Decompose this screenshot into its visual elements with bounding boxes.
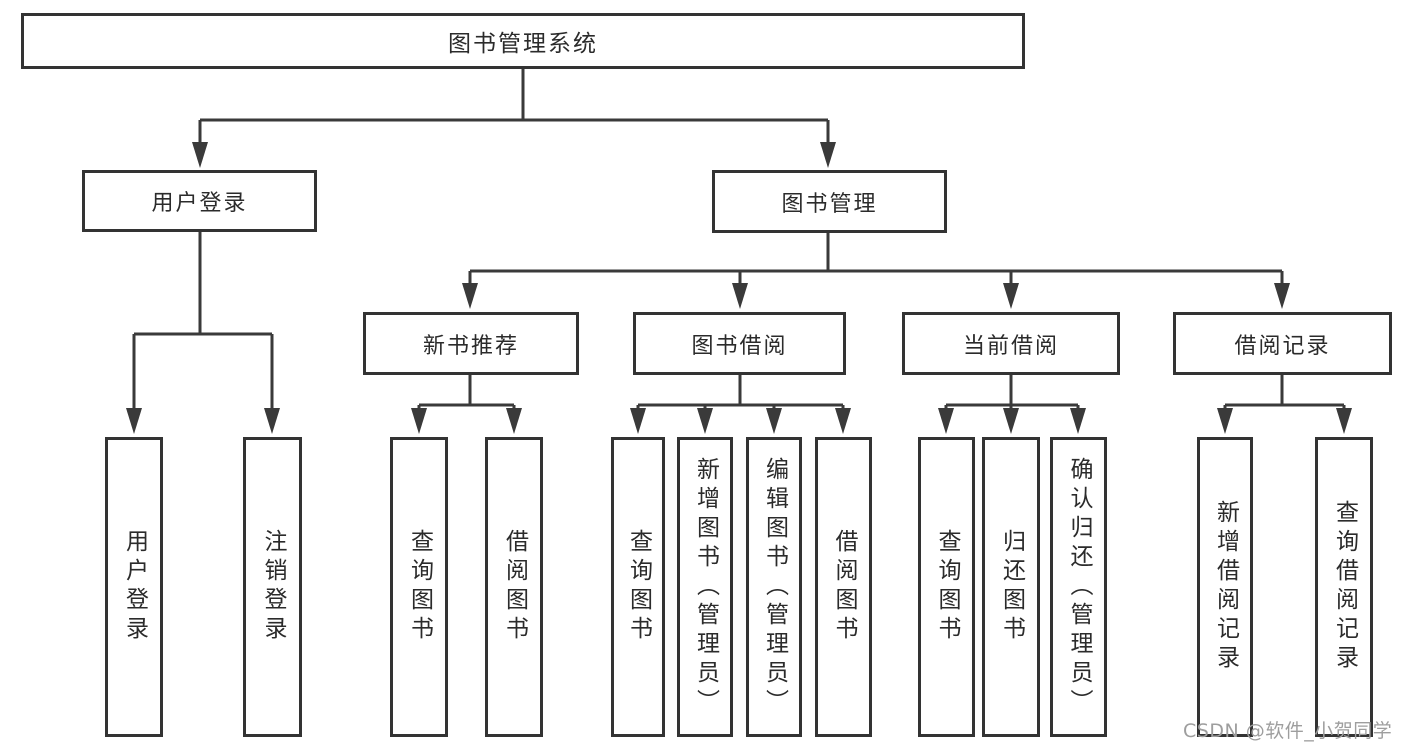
leaf-borrow-borrow-book: 借阅图书 <box>815 437 872 737</box>
leaf-recommend-borrow-book: 借阅图书 <box>485 437 543 737</box>
node-new-book-recommend: 新书推荐 <box>363 312 579 375</box>
node-borrow-records: 借阅记录 <box>1173 312 1392 375</box>
leaf-current-return-book: 归还图书 <box>982 437 1040 737</box>
leaf-user-login-label: 用户登录 <box>121 529 148 645</box>
leaf-borrow-add-book-admin: 新增图书（管理员） <box>677 437 733 737</box>
leaf-recommend-query-book: 查询图书 <box>390 437 448 737</box>
node-book-management: 图书管理 <box>712 170 947 233</box>
node-root-system-label: 图书管理系统 <box>448 31 598 57</box>
leaf-borrow-edit-book-admin: 编辑图书（管理员） <box>746 437 802 737</box>
leaf-borrow-borrow-book-label: 借阅图书 <box>831 529 857 645</box>
leaf-current-confirm-return-admin-label: 确认归还（管理员） <box>1066 456 1092 718</box>
leaf-borrow-edit-book-admin-label: 编辑图书（管理员） <box>761 456 788 718</box>
leaf-records-query-record-label: 查询借阅记录 <box>1331 500 1358 674</box>
leaf-records-add-record: 新增借阅记录 <box>1197 437 1253 737</box>
node-book-borrow-label: 图书借阅 <box>691 333 788 359</box>
node-user-login-label: 用户登录 <box>151 191 248 216</box>
node-current-borrow: 当前借阅 <box>902 312 1120 375</box>
node-root-system: 图书管理系统 <box>21 13 1025 69</box>
leaf-records-add-record-label: 新增借阅记录 <box>1212 500 1239 674</box>
leaf-recommend-borrow-book-label: 借阅图书 <box>501 529 528 645</box>
leaf-borrow-add-book-admin-label: 新增图书（管理员） <box>692 456 719 718</box>
node-new-book-recommend-label: 新书推荐 <box>422 333 519 359</box>
leaf-current-confirm-return-admin: 确认归还（管理员） <box>1050 437 1107 737</box>
leaf-current-return-book-label: 归还图书 <box>998 529 1025 645</box>
leaf-logout-label: 注销登录 <box>260 529 286 645</box>
leaf-borrow-query-book: 查询图书 <box>611 437 665 737</box>
node-borrow-records-label: 借阅记录 <box>1234 333 1331 359</box>
node-book-management-label: 图书管理 <box>781 191 878 217</box>
node-current-borrow-label: 当前借阅 <box>962 333 1059 359</box>
csdn-watermark: CSDN @软件_小贺同学 <box>1183 720 1393 742</box>
leaf-current-query-book-label: 查询图书 <box>934 529 960 645</box>
leaf-logout: 注销登录 <box>243 437 302 737</box>
leaf-borrow-query-book-label: 查询图书 <box>625 529 652 645</box>
leaf-user-login: 用户登录 <box>105 437 163 737</box>
leaf-records-query-record: 查询借阅记录 <box>1315 437 1373 737</box>
node-book-borrow: 图书借阅 <box>633 312 846 375</box>
leaf-current-query-book: 查询图书 <box>918 437 975 737</box>
node-user-login: 用户登录 <box>82 170 317 232</box>
leaf-recommend-query-book-label: 查询图书 <box>406 529 433 645</box>
